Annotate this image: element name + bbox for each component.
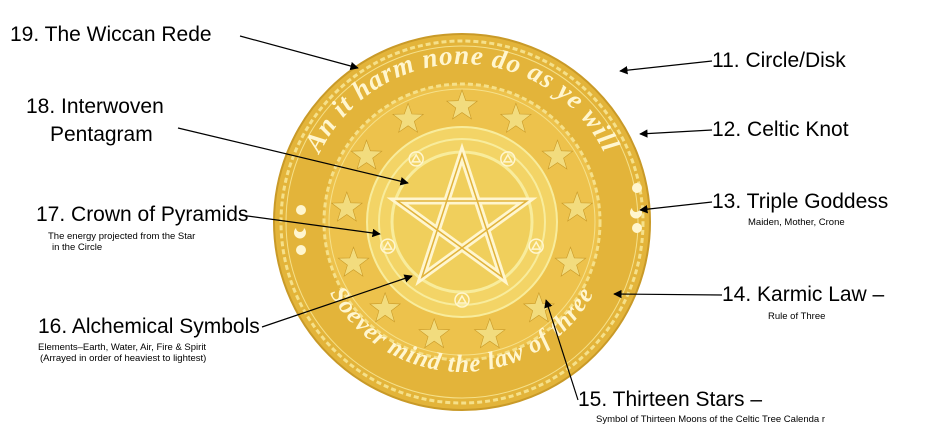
- arrow-19: [240, 36, 358, 68]
- label-wiccan-rede: 19. The Wiccan Rede: [10, 23, 212, 47]
- label-alchemical-symbols-sub1: Elements–Earth, Water, Air, Fire & Spiri…: [38, 342, 206, 353]
- label-crown-of-pyramids: 17. Crown of Pyramids: [36, 203, 248, 227]
- arrow-11: [620, 61, 712, 71]
- label-alchemical-symbols: 16. Alchemical Symbols: [38, 315, 260, 339]
- label-interwoven-pentagram-line2: Pentagram: [50, 123, 153, 147]
- label-triple-goddess: 13. Triple Goddess: [712, 190, 888, 214]
- label-thirteen-stars-sub: Symbol of Thirteen Moons of the Celtic T…: [596, 414, 825, 425]
- label-crown-of-pyramids-sub2: in the Circle: [52, 242, 102, 253]
- label-karmic-law-sub: Rule of Three: [768, 311, 825, 322]
- label-circle-disk: 11. Circle/Disk: [712, 49, 846, 73]
- arrow-12: [640, 130, 712, 134]
- label-triple-goddess-sub: Maiden, Mother, Crone: [748, 217, 845, 228]
- label-interwoven-pentagram-line1: 18. Interwoven: [26, 95, 164, 119]
- label-celtic-knot: 12. Celtic Knot: [712, 118, 849, 142]
- arrow-13: [640, 202, 712, 210]
- label-thirteen-stars: 15. Thirteen Stars –: [578, 388, 762, 412]
- label-alchemical-symbols-sub2: (Arrayed in order of heaviest to lightes…: [40, 353, 206, 364]
- label-crown-of-pyramids-sub1: The energy projected from the Star: [48, 231, 195, 242]
- seal-disk: An it harm none do as ye will Soever min…: [274, 34, 650, 410]
- label-karmic-law: 14. Karmic Law –: [722, 283, 884, 307]
